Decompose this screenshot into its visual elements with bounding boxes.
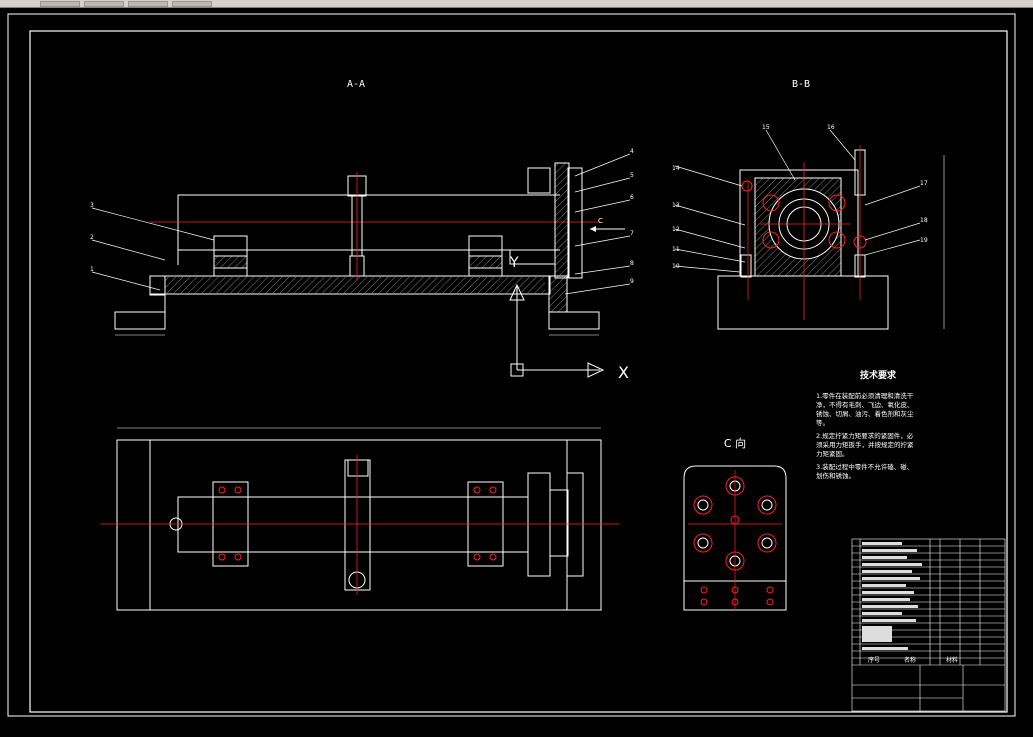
part-label: 15 [762,124,770,131]
part-label: 6 [630,194,634,201]
tech-req-line: 净，不得有毛刺、飞边、氧化皮、 [816,400,914,409]
cad-toolbar [0,0,1033,8]
tech-req-line: 1.零件在装配前必须清理和清洗干 [816,391,914,400]
toolbar-button[interactable] [172,0,212,7]
tech-req-line: 等。 [816,418,829,427]
top-plan-view [100,427,620,611]
tech-req-title: 技术要求 [860,369,897,381]
part-label: 16 [827,124,835,131]
section-bb-view: B-B 14 [672,79,945,330]
section-aa-view: A-A [90,79,634,382]
tech-req-line: 力矩紧固。 [816,449,849,458]
toolbar-button[interactable] [128,0,168,7]
section-bb-title: B-B [792,79,810,90]
part-label: 12 [672,226,680,233]
part-label: 10 [672,263,680,270]
view-c: C 向 [683,436,787,611]
tech-req-line: 锈蚀、切屑、油污、着色剂和灰尘 [816,409,914,418]
section-aa-title: A-A [347,79,365,90]
c-arrow-label: C [598,217,603,225]
toolbar-button[interactable] [84,0,124,7]
tech-req-line: 须采用力矩扳手，并按规定的拧紧 [816,440,914,449]
axis-x-label: X [618,363,629,382]
title-block-label: 序号 [868,656,880,664]
tech-req-line: 2.规定拧紧力矩要求的紧固件，必 [816,431,914,440]
part-label: 11 [672,246,680,253]
drawing-frame [29,30,1008,713]
part-label: 3 [90,202,94,209]
part-label: 7 [630,230,634,237]
part-label: 1 [90,266,94,273]
part-label: 8 [630,260,634,267]
sheet-outer-border [7,13,1016,717]
parts-list-fill [862,542,922,650]
part-label: 17 [920,180,928,187]
part-label: 18 [920,217,928,224]
title-block-label: 名称 [904,656,916,664]
drawing-canvas[interactable]: A-A [0,8,1033,737]
part-label: 19 [920,237,928,244]
part-label: 13 [672,202,680,209]
toolbar-button[interactable] [40,0,80,7]
part-label: 14 [672,165,680,172]
title-block-label: 材料 [946,656,958,664]
tech-req-line: 3.装配过程中零件不允许磕、碰、 [816,462,913,471]
axis-y-label: Y [509,255,519,271]
part-label: 5 [630,172,634,179]
view-c-title: C 向 [724,436,746,450]
part-label: 4 [630,148,634,155]
technical-requirements: 技术要求 1.零件在装配前必须清理和清洗干 净，不得有毛刺、飞边、氧化皮、 锈蚀… [816,369,914,480]
part-label: 2 [90,234,94,241]
tech-req-line: 划伤和锈蚀。 [816,471,855,480]
part-label: 9 [630,278,634,285]
